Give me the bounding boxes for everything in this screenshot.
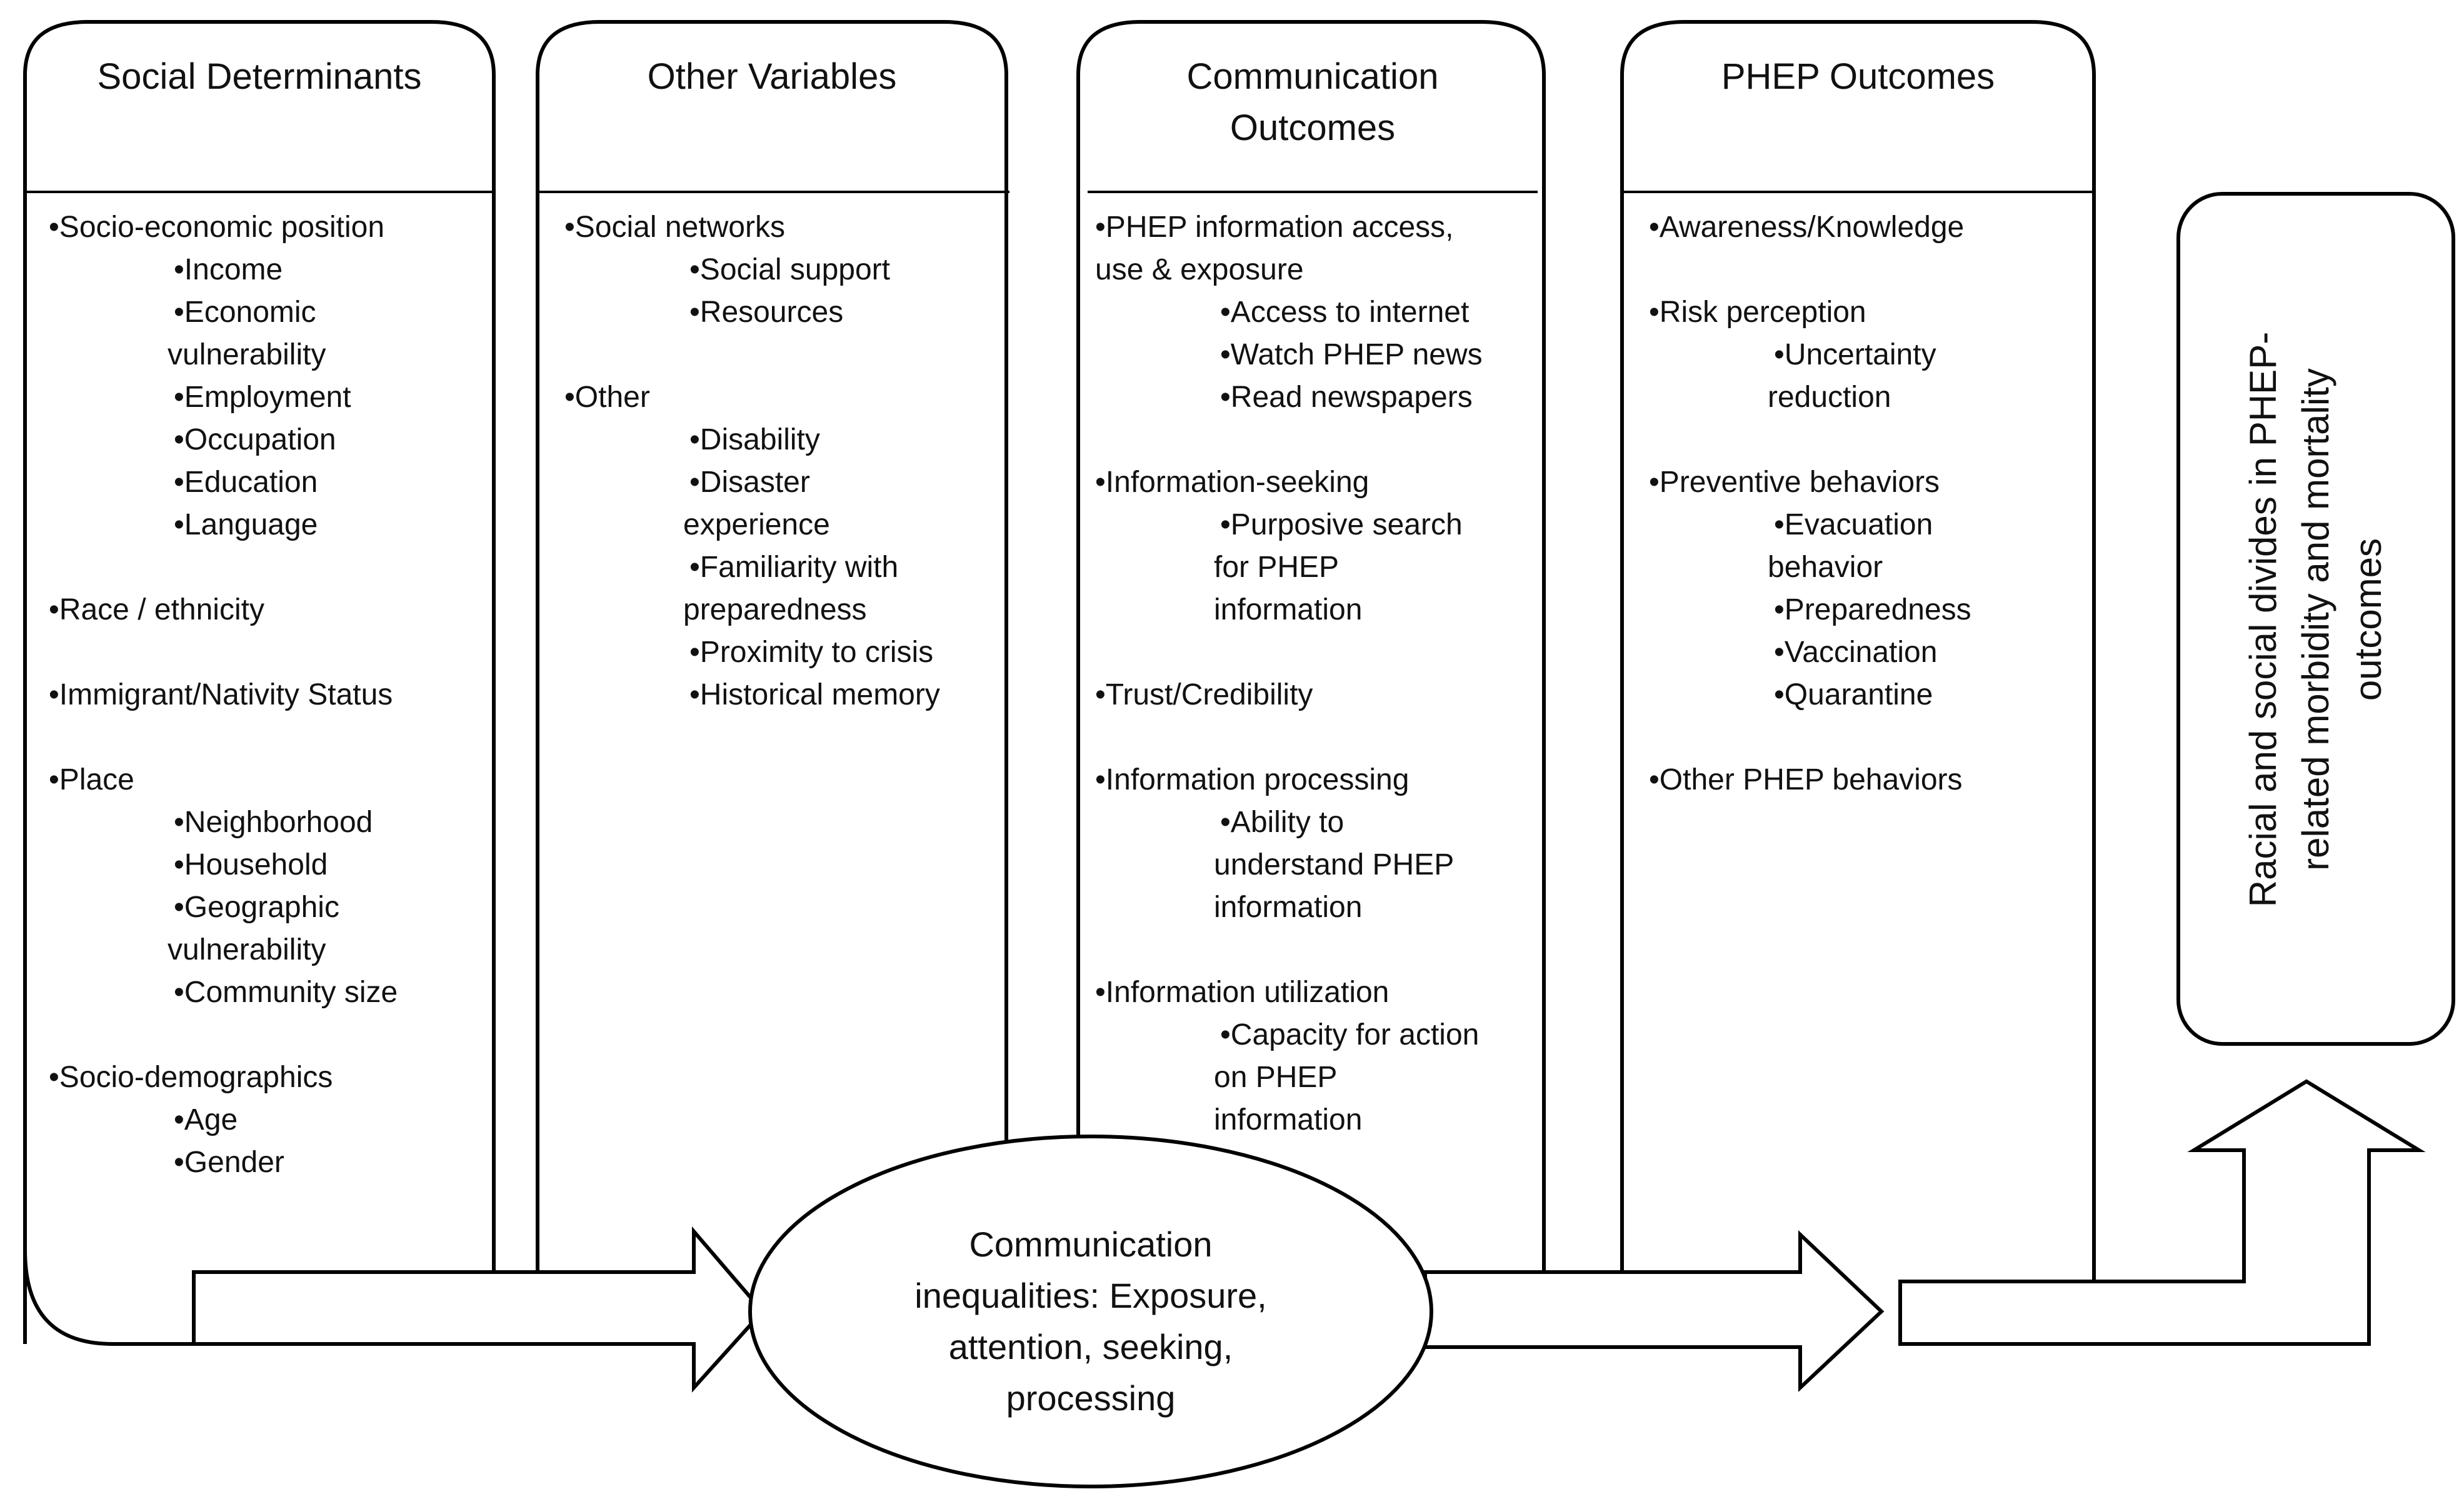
sub-list-item: •Read newspapers (1220, 381, 1473, 414)
list-spacer (1095, 929, 1483, 971)
sub-list-item: •Geographic (174, 891, 339, 924)
social-determinants-box-corner (23, 1250, 194, 1346)
header-other-variables: Other Variables (647, 56, 897, 97)
list-item: •Awareness/Knowledge (1649, 211, 1965, 244)
sub-list-item: •Economic (174, 296, 316, 329)
list-other-variables: •Social networks •Social support •Resource… (564, 206, 940, 716)
header-social-determinants: Social Determinants (97, 56, 422, 97)
sub-list-item: •Neighborhood (174, 806, 373, 839)
sub-list-item: information (1214, 593, 1363, 626)
list-item: use & exposure (1095, 253, 1304, 286)
list-item: •Social networks (564, 211, 785, 244)
sub-list-item: •Access to internet (1220, 296, 1470, 329)
sub-list-item: •Watch PHEP news (1220, 338, 1483, 371)
header-phep-outcomes: PHEP Outcomes (1721, 56, 1995, 97)
sub-list-item: experience (683, 508, 830, 541)
communication-outcomes-box (1076, 20, 1546, 1281)
sub-list-item: •Social support (689, 253, 890, 286)
list-item: •Risk perception (1649, 296, 1866, 329)
sub-list-item: •Age (174, 1103, 238, 1136)
sub-list-item: information (1214, 891, 1363, 924)
inequalities-line-3: attention, seeking, (948, 1327, 1233, 1366)
list-spacer (1095, 716, 1483, 759)
phep-outcomes-box (1620, 20, 2096, 1281)
sub-list-item: behavior (1768, 551, 1883, 584)
sub-list-item: •Vaccination (1774, 636, 1938, 669)
sub-list-item: •Proximity to crisis (689, 636, 934, 669)
inequalities-line-2: inequalities: Exposure, (914, 1276, 1267, 1315)
list-spacer (1649, 249, 1971, 291)
sub-list-item: •Disaster (689, 466, 810, 499)
list-spacer (49, 716, 398, 759)
arrow-to-inequalities (192, 1226, 765, 1393)
list-item: •Information utilization (1095, 976, 1390, 1009)
inequalities-ellipse (748, 1135, 1433, 1488)
list-spacer (564, 334, 940, 376)
list-item: •Trust/Credibility (1095, 678, 1313, 711)
final-outcome-line-3: outcomes (2347, 538, 2389, 701)
final-outcome-label: Racial and social divides in PHEP- relat… (2237, 298, 2395, 941)
list-spacer (49, 546, 398, 589)
sub-list-item: vulnerability (168, 338, 326, 371)
list-item: •Other PHEP behaviors (1649, 763, 1963, 796)
sub-list-item: preparedness (683, 593, 867, 626)
list-item: •PHEP information access, (1095, 211, 1454, 244)
sub-list-item: •Gender (174, 1146, 284, 1179)
list-item: •Other (564, 381, 650, 414)
list-item: •Socio-economic position (49, 211, 385, 244)
sub-list-item: •Language (174, 508, 318, 541)
sub-list-item: for PHEP (1214, 551, 1340, 584)
list-item: •Socio-demographics (49, 1061, 333, 1094)
sub-list-item: •Income (174, 253, 283, 286)
sub-list-item: •Education (174, 466, 318, 499)
list-social-determinants: •Socio-economic position •Income •Economic… (49, 206, 398, 1184)
sub-list-item: •Ability to (1220, 806, 1345, 839)
list-spacer (1649, 419, 1971, 461)
sub-list-item: •Preparedness (1774, 593, 1971, 626)
list-item: •Preventive behaviors (1649, 466, 1940, 499)
sub-list-item: on PHEP (1214, 1061, 1338, 1094)
arrow-to-final-outcome (1898, 1079, 2426, 1346)
sub-list-item: •Resources (689, 296, 844, 329)
sub-list-item: understand PHEP (1214, 848, 1455, 881)
final-outcome-line-2: related morbidity and mortality (2295, 368, 2336, 871)
final-outcome-box (2176, 192, 2455, 1046)
sub-list-item: •Historical memory (689, 678, 940, 711)
list-spacer (1649, 716, 1971, 759)
sub-list-item: •Quarantine (1774, 678, 1933, 711)
sub-list-item: •Occupation (174, 423, 336, 456)
list-item: •Information-seeking (1095, 466, 1370, 499)
sub-list-item: •Employment (174, 381, 351, 414)
social-determinants-box (23, 20, 496, 1344)
sub-list-item: information (1214, 1103, 1363, 1136)
list-item: •Information processing (1095, 763, 1410, 796)
inequalities-label: Communication inequalities: Exposure, at… (813, 1219, 1369, 1424)
sub-list-item: •Evacuation (1774, 508, 1933, 541)
arrow-from-inequalities (1423, 1230, 1885, 1392)
inequalities-line-1: Communication (969, 1225, 1213, 1264)
sub-list-item: •Capacity for action (1220, 1018, 1480, 1051)
list-item: •Race / ethnicity (49, 593, 264, 626)
other-variables-box (536, 20, 1008, 1281)
final-outcome-line-1: Racial and social divides in PHEP- (2242, 331, 2284, 908)
sub-list-item: vulnerability (168, 933, 326, 966)
header-communication-outcomes: Communication Outcomes (1186, 56, 1439, 148)
sub-list-item: •Community size (174, 976, 398, 1009)
list-spacer (49, 1014, 398, 1056)
inequalities-line-4: processing (1006, 1378, 1176, 1418)
list-phep-outcomes: •Awareness/Knowledge •Risk perception •Unc… (1649, 206, 1971, 801)
sub-list-item: •Disability (689, 423, 820, 456)
list-spacer (1095, 631, 1483, 674)
sub-list-item: •Household (174, 848, 328, 881)
list-communication-outcomes: •PHEP information access, use & exposure •… (1095, 206, 1483, 1141)
list-spacer (1095, 419, 1483, 461)
list-item: •Immigrant/Nativity Status (49, 678, 393, 711)
sub-list-item: •Familiarity with (689, 551, 899, 584)
list-spacer (49, 631, 398, 674)
sub-list-item: •Uncertainty (1774, 338, 1936, 371)
list-item: •Place (49, 763, 134, 796)
sub-list-item: reduction (1768, 381, 1891, 414)
sub-list-item: •Purposive search (1220, 508, 1463, 541)
